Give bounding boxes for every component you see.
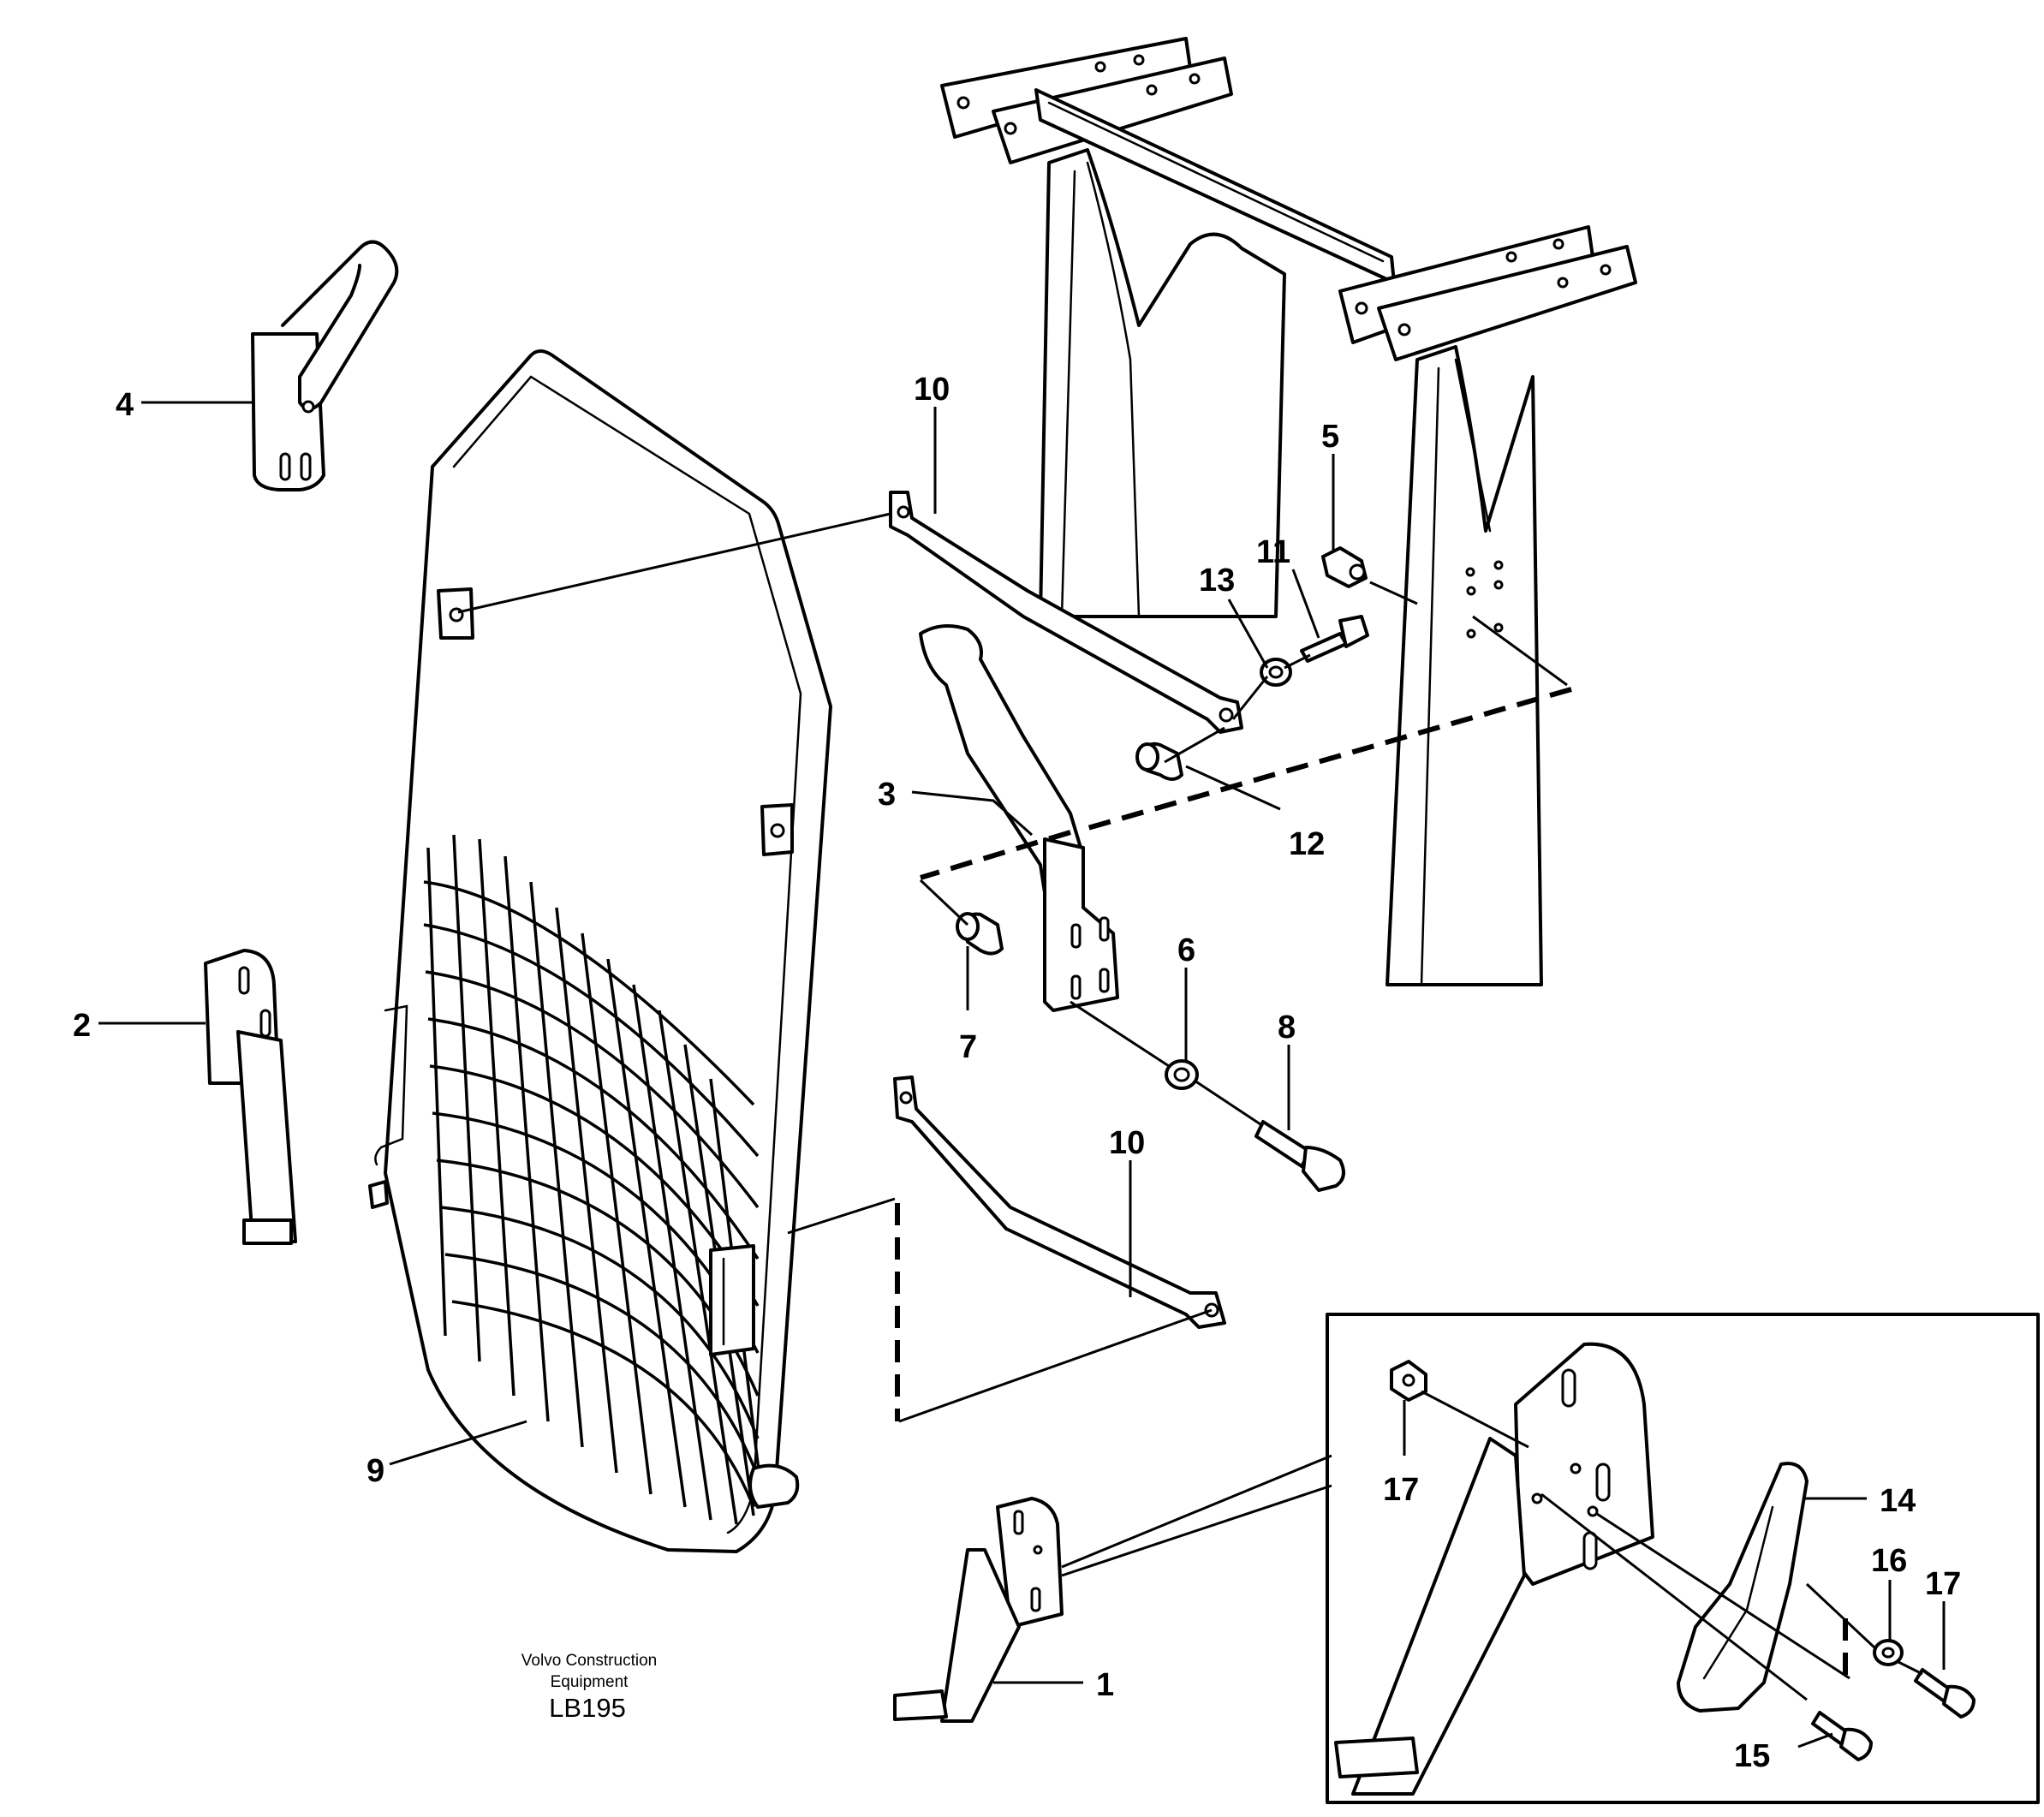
callout-10-lower: 10 xyxy=(1109,1125,1145,1161)
callout-leaders xyxy=(98,401,1946,1748)
callout-2: 2 xyxy=(73,1008,91,1044)
callout-6: 6 xyxy=(1177,932,1195,968)
part-10-strut-lower xyxy=(893,1075,1226,1329)
callout-1: 1 xyxy=(1096,1667,1114,1703)
callout-16: 16 xyxy=(1871,1543,1907,1579)
callout-5: 5 xyxy=(1321,419,1339,455)
part-3-arm-bracket xyxy=(919,624,1119,1012)
credit-line-1: Volvo Construction xyxy=(521,1652,657,1670)
callout-17-right: 17 xyxy=(1925,1566,1961,1602)
callout-11: 11 xyxy=(1256,534,1290,570)
part-2-bracket xyxy=(204,949,297,1245)
callout-labels: 4 10 5 13 11 3 12 2 6 7 8 10 9 17 14 16 … xyxy=(73,372,1961,1774)
detail-inset xyxy=(1326,1313,2040,1804)
part-9-mesh xyxy=(423,834,764,1525)
callout-13: 13 xyxy=(1199,563,1235,599)
part-13-washer xyxy=(1260,658,1292,687)
part-12-spacer xyxy=(1135,742,1183,781)
part-11-bolt xyxy=(1300,615,1369,663)
callout-10-upper: 10 xyxy=(914,372,950,408)
cab-frame xyxy=(940,37,1637,986)
callout-3: 3 xyxy=(878,777,896,813)
callout-4: 4 xyxy=(116,387,134,423)
part-10-strut-upper xyxy=(889,491,1243,734)
callout-12: 12 xyxy=(1289,826,1325,862)
part-5-nut xyxy=(1321,546,1368,588)
callout-9: 9 xyxy=(366,1453,384,1489)
credit-line-2: Equipment xyxy=(551,1673,629,1691)
callout-7: 7 xyxy=(959,1029,977,1065)
part-9-screen-guard xyxy=(368,349,832,1553)
callout-15: 15 xyxy=(1734,1738,1770,1774)
drawing-code: LB195 xyxy=(549,1693,626,1723)
part-1-bracket xyxy=(893,1497,1064,1723)
credit-block: Volvo Construction Equipment LB195 xyxy=(521,1652,657,1723)
assembly-lines xyxy=(457,512,1923,1701)
part-4-bracket xyxy=(251,240,399,491)
callout-8: 8 xyxy=(1278,1010,1296,1046)
part-6-washer xyxy=(1165,1059,1199,1090)
callout-14: 14 xyxy=(1880,1483,1916,1519)
callout-17-left: 17 xyxy=(1383,1472,1419,1508)
part-8-bolt xyxy=(1254,1120,1345,1192)
